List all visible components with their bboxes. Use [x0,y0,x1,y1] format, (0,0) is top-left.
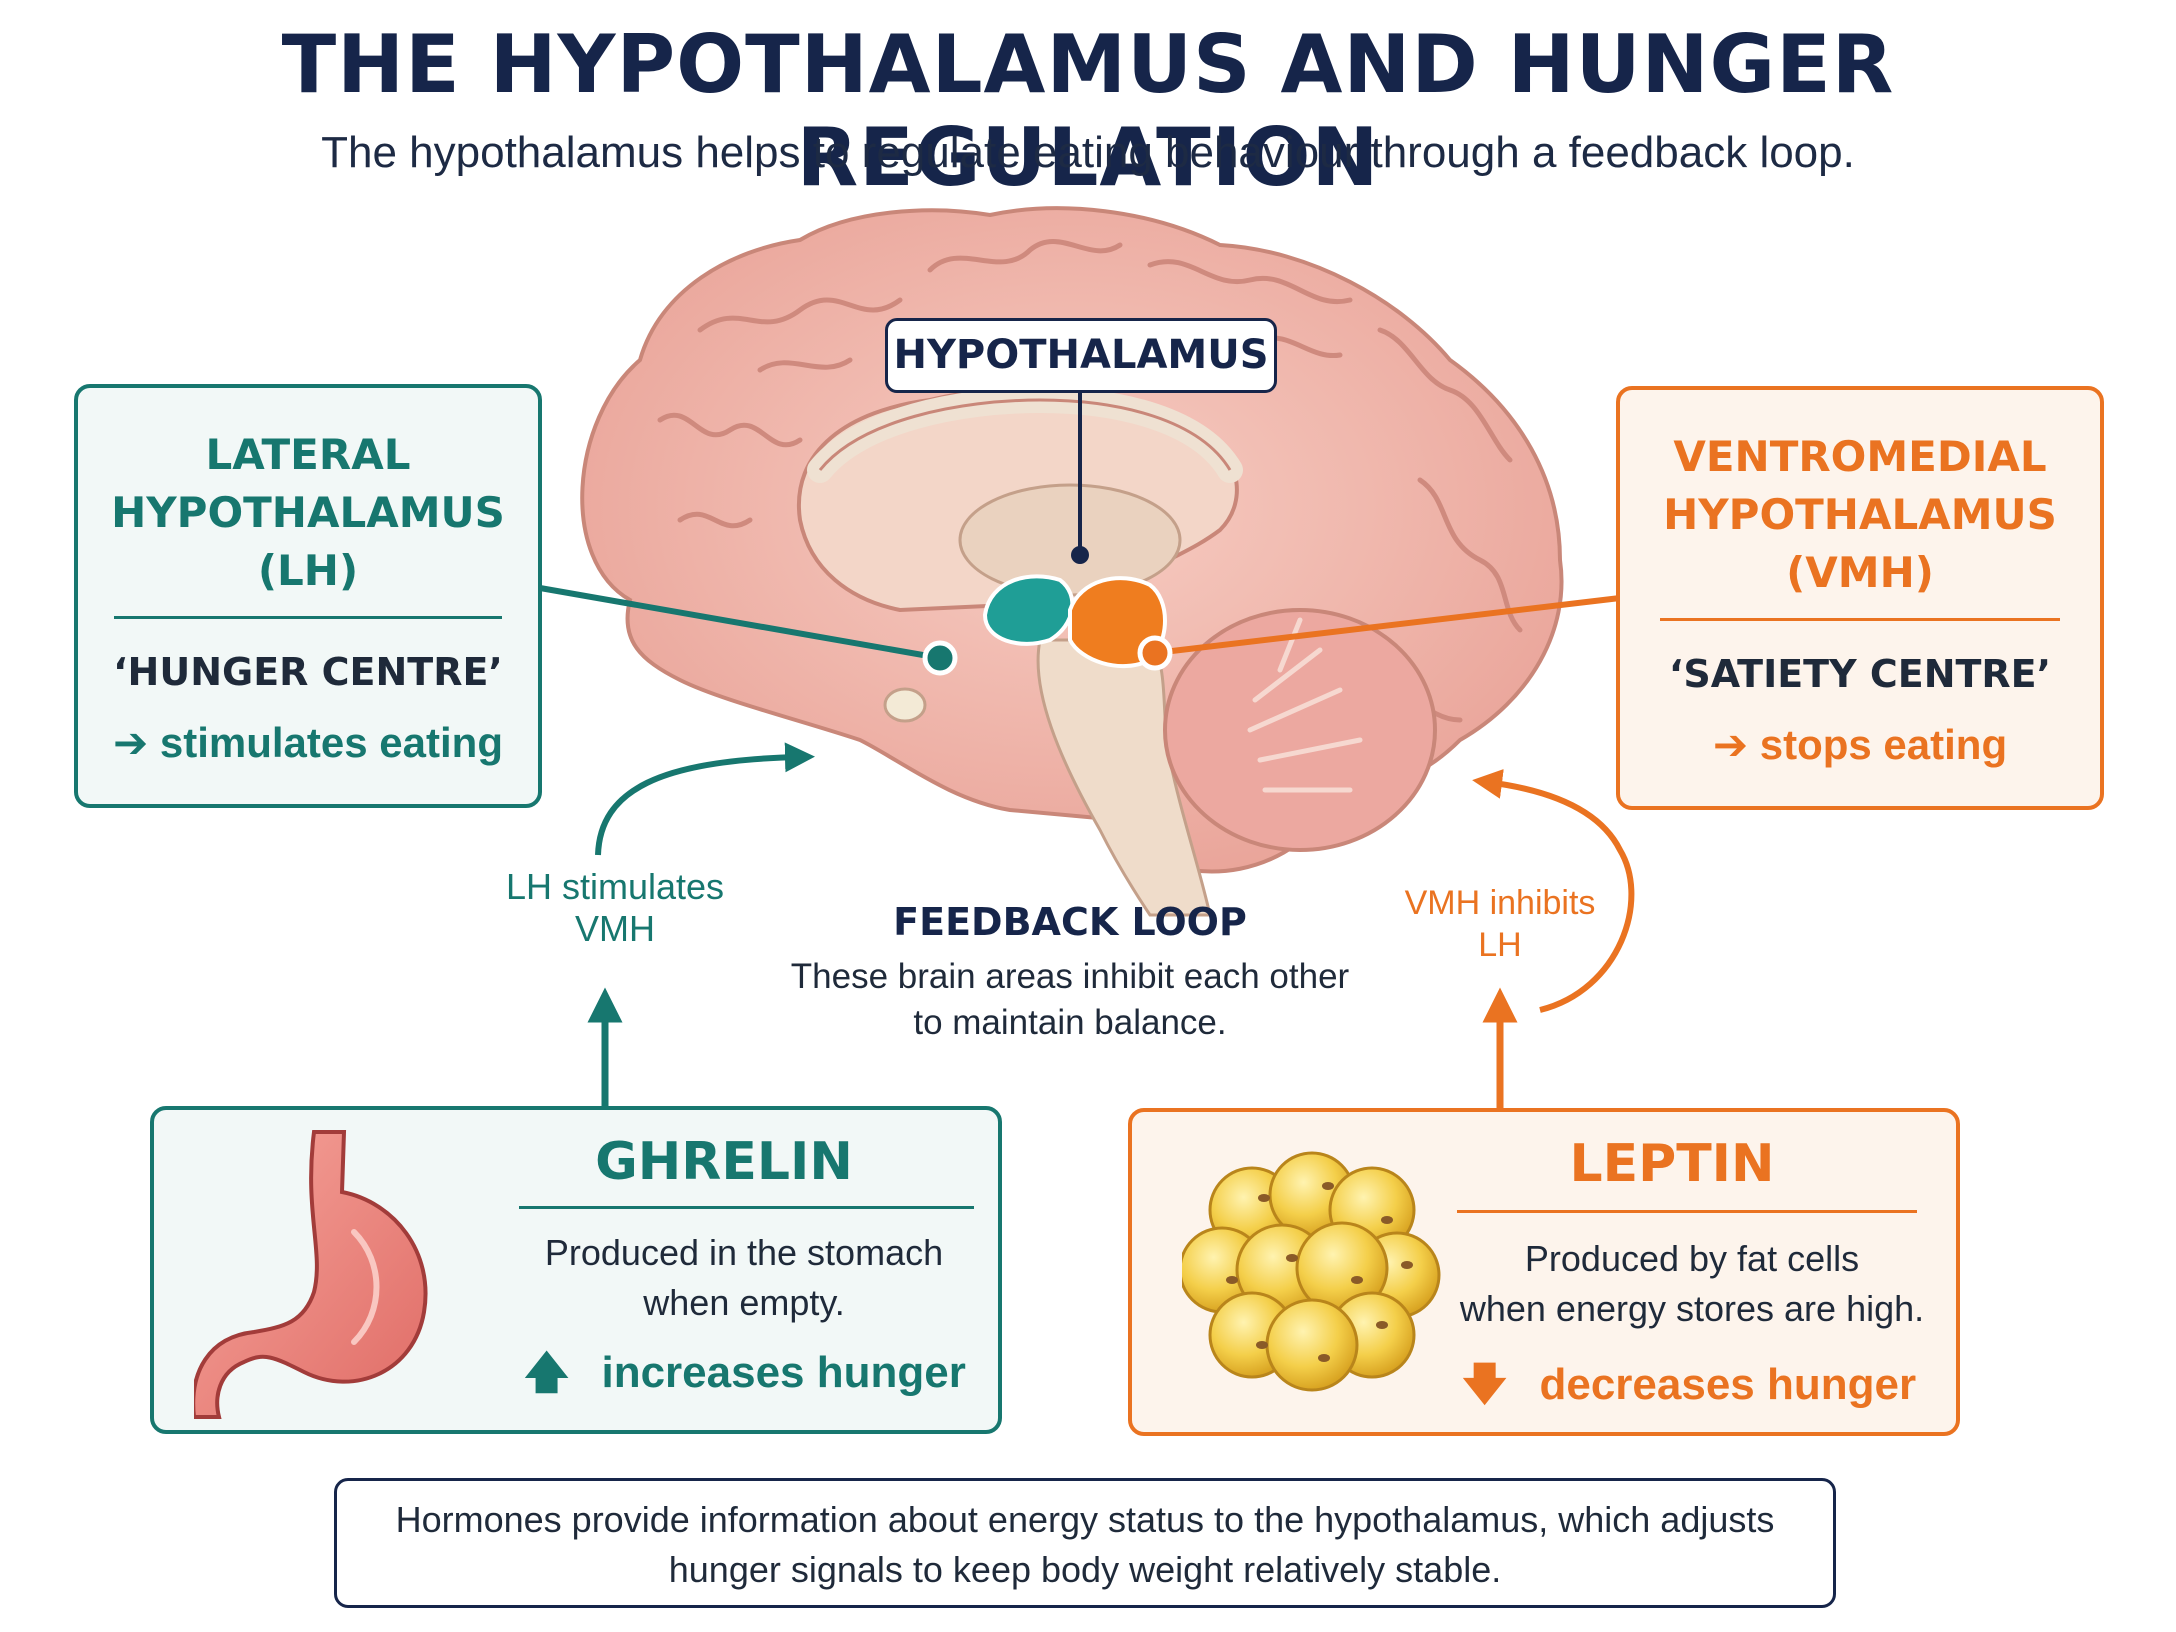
hypothalamus-label-box: HYPOTHALAMUS [885,318,1277,393]
vmh-heading-1: VENTROMEDIAL [1673,432,2047,481]
arrow-right-icon: ➔ [113,719,149,766]
vmh-divider [1660,618,2060,621]
summary-line-1: Hormones provide information about energ… [395,1499,1775,1540]
ghrelin-effect: increases hunger [601,1348,966,1397]
ghrelin-box: GHRELIN Produced in the stomach when emp… [150,1106,1002,1434]
stomach-icon [194,1130,428,1419]
brain-illustration [580,206,1564,917]
page-title: THE HYPOTHALAMUS AND HUNGER REGULATION [281,18,1895,204]
leptin-divider [1457,1210,1917,1213]
ghrelin-line-1: Produced in the stomach [544,1232,944,1273]
ghrelin-line-2: when empty. [643,1282,845,1323]
vmh-box: VENTROMEDIAL HYPOTHALAMUS (VMH) ‘SATIETY… [1616,386,2104,810]
lh-divider [114,616,502,619]
lh-nickname: ‘HUNGER CENTRE’ [113,650,503,694]
leptin-box: LEPTIN Produced by fat cells when energy… [1128,1108,1960,1436]
leptin-effect: decreases hunger [1539,1360,1917,1409]
loop-right-line-2: LH [1478,926,1522,964]
vmh-nickname: ‘SATIETY CENTRE’ [1668,652,2052,696]
loop-right-line-1: VMH inhibits [1404,884,1596,922]
lh-heading-3: (LH) [257,546,359,595]
lh-heading-1: LATERAL [205,430,411,479]
vmh-heading-2: HYPOTHALAMUS [1663,490,2057,539]
loop-left-line-2: VMH [575,908,655,949]
loop-left-line-1: LH stimulates [505,866,725,907]
lh-heading-2: HYPOTHALAMUS [111,488,505,537]
arrow-right-icon: ➔ [1712,721,1749,768]
leptin-line-2: when energy stores are high. [1459,1288,1925,1329]
feedback-title: FEEDBACK LOOP [893,900,1247,944]
leptin-title: LEPTIN [1569,1134,1775,1194]
hypothalamus-label: HYPOTHALAMUS [893,332,1269,378]
leptin-line-1: Produced by fat cells [1524,1238,1860,1279]
vmh-effect: stops eating [1759,721,2008,768]
arrow-up-icon: 🡅 [524,1348,570,1397]
summary-box: Hormones provide information about energ… [334,1478,1836,1608]
arrow-down-icon: 🡇 [1462,1360,1508,1409]
page-subtitle: The hypothalamus helps to regulate eatin… [321,128,1855,177]
lh-effect: stimulates eating [159,719,503,766]
ghrelin-divider [519,1206,974,1209]
fat-cells-icon [1182,1151,1441,1392]
feedback-line-2: to maintain balance. [913,1003,1227,1042]
ghrelin-title: GHRELIN [595,1132,853,1192]
vmh-heading-3: (VMH) [1786,548,1934,597]
feedback-line-1: These brain areas inhibit each other [790,957,1350,996]
summary-line-2: hunger signals to keep body weight relat… [668,1549,1502,1590]
lh-box: LATERAL HYPOTHALAMUS (LH) ‘HUNGER CENTRE… [74,384,542,808]
